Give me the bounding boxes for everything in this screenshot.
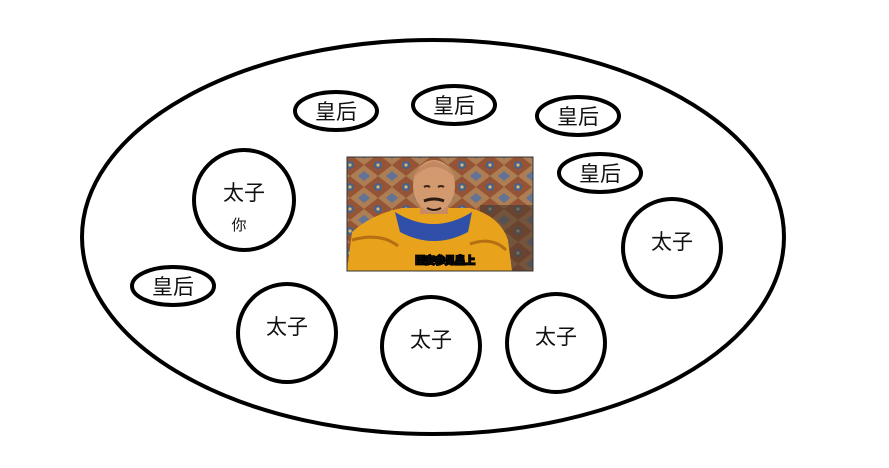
queen-node-left: 皇后 [130,265,216,307]
prince-label: 太子 [223,181,265,205]
outer-boundary [80,38,786,436]
queen-label: 皇后 [557,105,599,129]
prince-label: 太子 [535,325,577,349]
prince-label: 太子 [651,230,693,254]
emperor-face [413,160,455,212]
queen-label: 皇后 [433,94,475,118]
prince-label: 太子 [410,328,452,352]
queen-node-right: 皇后 [557,152,643,194]
queen-label: 皇后 [152,275,194,299]
queen-node-top-left: 皇后 [293,90,379,132]
queen-label: 皇后 [579,162,621,186]
you-marker: 你 [231,216,246,234]
center-image-frame [346,156,534,272]
prince-label: 太子 [266,315,308,339]
queen-label: 皇后 [315,100,357,124]
prince-node-you: 太子 你 [192,148,296,252]
prince-node-bottom-left: 太子 [236,282,338,384]
prince-node-bottom-center: 太子 [380,295,482,397]
queen-node-top-right: 皇后 [535,95,621,137]
center-image-caption: 臣妾参见皇上 [415,254,475,267]
queen-node-top-middle: 皇后 [411,84,497,126]
prince-node-right: 太子 [621,197,723,299]
prince-node-bottom-right: 太子 [505,292,607,394]
center-image [347,157,533,271]
